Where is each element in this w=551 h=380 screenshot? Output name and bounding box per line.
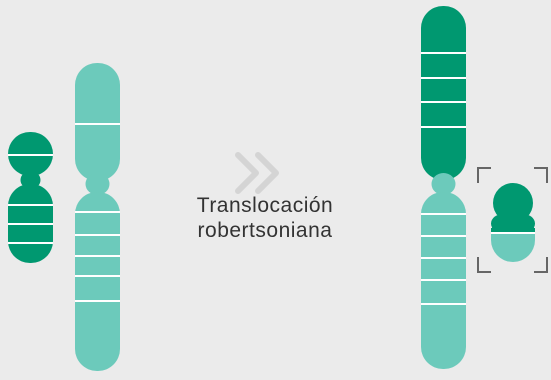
fragment-lower-teal <box>491 232 535 262</box>
chromosome-large-before <box>75 63 120 371</box>
caption-line-2: robertsoniana <box>197 219 333 242</box>
translocation-caption: Translocación robertsoniana <box>150 193 380 243</box>
caption-line-1: Translocación <box>196 194 334 217</box>
centromere <box>85 173 110 195</box>
double-chevron-right-icon <box>235 152 279 194</box>
chromosome-arm-upper-dark <box>421 6 466 180</box>
chromosome-arm-lower <box>75 192 120 371</box>
fragment-head <box>493 183 533 223</box>
chromosome-small-fragment <box>491 183 535 262</box>
chromosome-arm-upper <box>75 63 120 181</box>
centromere <box>431 173 456 195</box>
chromosome-small-before <box>8 132 53 263</box>
fragment-lower-dark-top <box>491 214 535 233</box>
chromosome-fused-after <box>421 6 466 369</box>
bracket-frame <box>477 167 548 273</box>
